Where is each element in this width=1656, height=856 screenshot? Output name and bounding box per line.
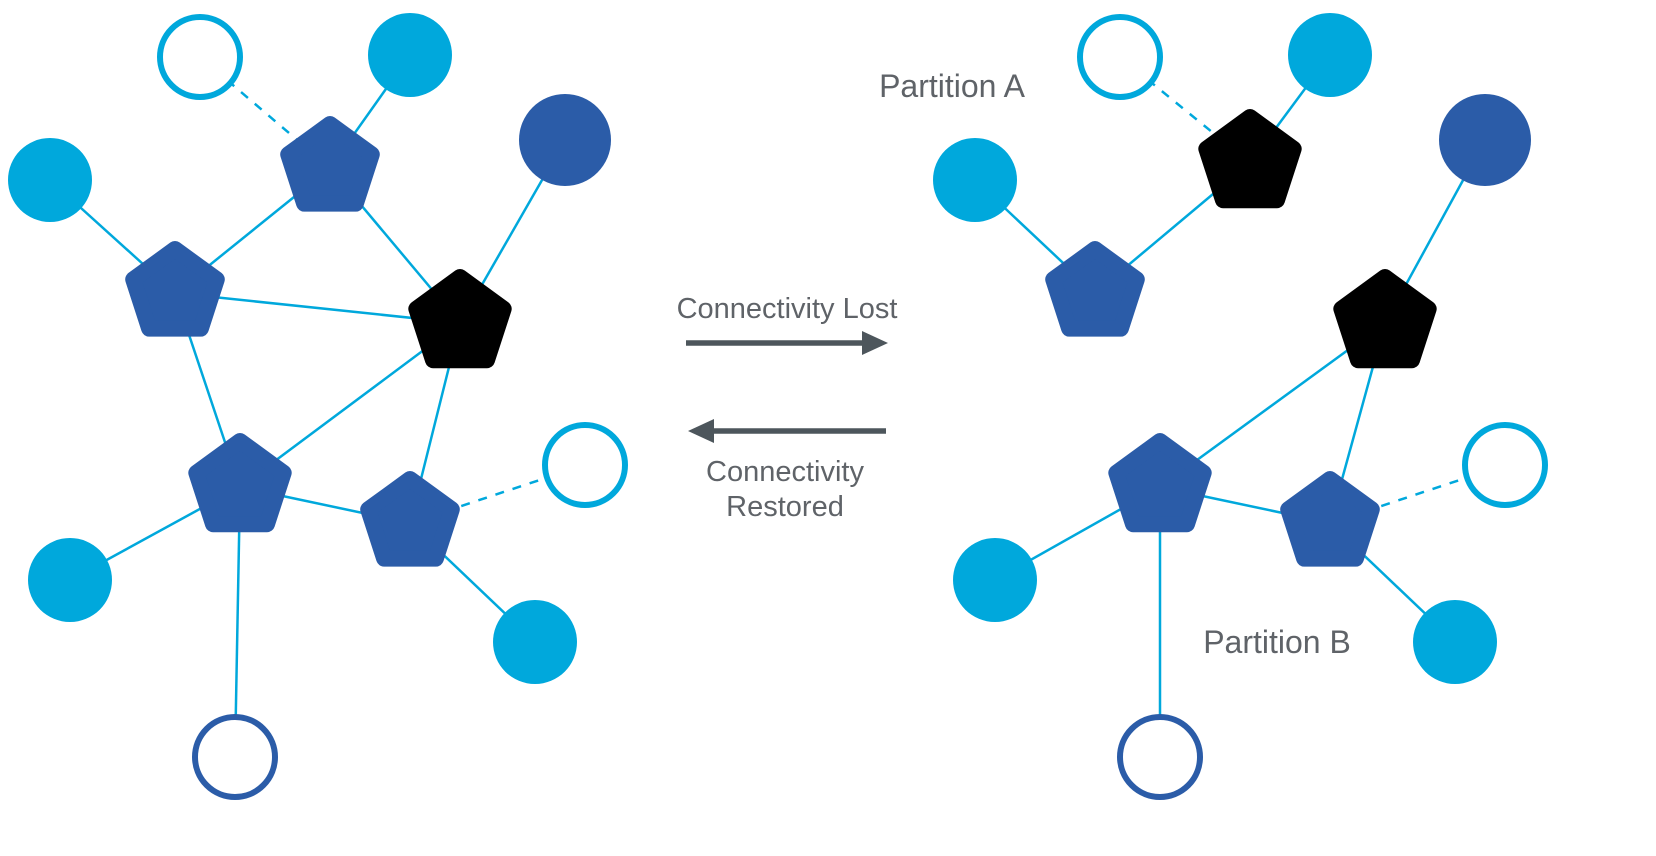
edge-left-pentagon-lower-mid--left-ring-right — [409, 463, 586, 525]
connectivity-lost-label: Connectivity Lost — [677, 293, 898, 325]
node-left-circle-bottom — [493, 600, 577, 684]
node-right-circle-top — [1288, 13, 1372, 97]
node-left-pentagon-lower-mid — [360, 471, 460, 567]
node-right-pentagon-top-black — [1198, 109, 1302, 209]
node-left-ring-top-left — [157, 14, 243, 100]
node-right-pentagon-lower-left — [1108, 433, 1212, 533]
arrow-connectivity-restored-head — [688, 419, 714, 443]
node-left-circle-left — [8, 138, 92, 222]
node-left-circle-top — [368, 13, 452, 97]
node-right-circle-bottom-left — [953, 538, 1037, 622]
connectivity-restored-label-line2: Restored — [726, 491, 844, 523]
node-left-pentagon-mid-left — [125, 241, 225, 337]
node-left-ring-right — [542, 422, 628, 508]
node-right-ring-top-left — [1077, 14, 1163, 100]
partition-b-label: Partition B — [1203, 624, 1351, 660]
node-left-ring-bottom — [192, 714, 278, 800]
node-right-circle-bottom — [1413, 600, 1497, 684]
connectivity-restored-label-line1: Connectivity — [706, 456, 864, 488]
arrow-connectivity-lost-head — [862, 331, 888, 355]
node-left-circle-bottom-left — [28, 538, 112, 622]
node-left-pentagon-center-black — [408, 269, 512, 369]
node-left-pentagon-lower-left — [188, 433, 292, 533]
node-right-circle-upper-right — [1439, 94, 1531, 186]
edge-right-pentagon-lower-mid--right-ring-right — [1329, 463, 1506, 525]
node-left-pentagon-top — [280, 116, 380, 212]
node-right-pentagon-center-black — [1333, 269, 1437, 369]
node-right-pentagon-lower-mid — [1280, 471, 1380, 567]
partition-a-label: Partition A — [879, 68, 1026, 104]
node-right-pentagon-mid-left — [1045, 241, 1145, 337]
node-right-circle-left — [933, 138, 1017, 222]
node-right-ring-right — [1462, 422, 1548, 508]
node-left-circle-upper-right — [519, 94, 611, 186]
node-right-ring-bottom — [1117, 714, 1203, 800]
